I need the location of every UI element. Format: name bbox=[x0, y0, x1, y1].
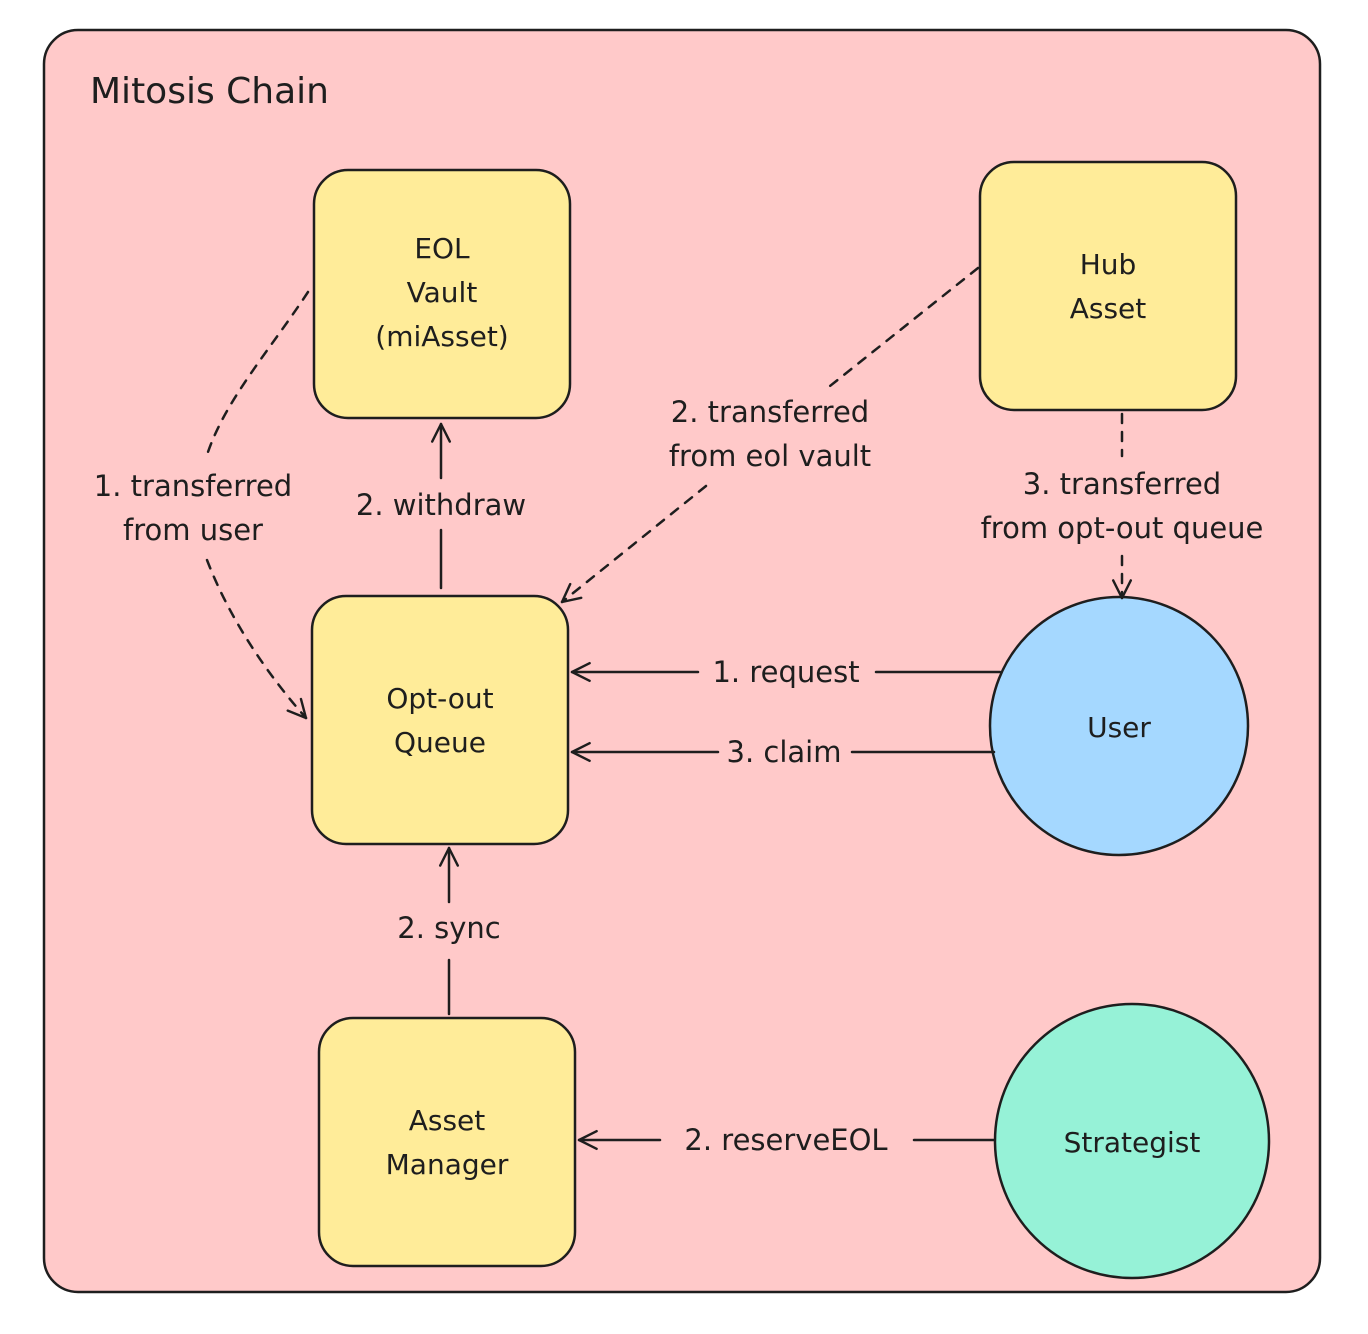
transferred-from-opt-out-queue-label-2: from opt-out queue bbox=[981, 511, 1264, 545]
asset-manager-node[interactable]: Asset Manager bbox=[317, 1016, 577, 1268]
transferred-from-eol-vault-arrow-top bbox=[828, 266, 980, 388]
container-title: Mitosis Chain bbox=[90, 71, 329, 112]
user-node[interactable]: User bbox=[988, 595, 1250, 857]
strategist-label: Strategist bbox=[1064, 1126, 1201, 1159]
transferred-from-user-arrow-top bbox=[205, 290, 310, 457]
transferred-from-user-arrow-bottom bbox=[205, 558, 308, 720]
eol-vault-line-3: (miAsset) bbox=[375, 320, 508, 353]
opt-out-queue-line-1: Opt-out bbox=[386, 682, 493, 715]
sync-label: 2. sync bbox=[397, 911, 500, 945]
strategist-node[interactable]: Strategist bbox=[993, 1002, 1271, 1280]
transferred-from-user-label-1: 1. transferred bbox=[94, 469, 292, 503]
transferred-from-opt-out-queue-label-1: 3. transferred bbox=[1023, 467, 1221, 501]
claim-label: 3. claim bbox=[727, 735, 842, 769]
hub-asset-line-1: Hub bbox=[1080, 248, 1137, 281]
eol-vault-line-2: Vault bbox=[407, 276, 478, 309]
transferred-from-eol-vault-label-1: 2. transferred bbox=[671, 395, 869, 429]
hub-asset-node[interactable]: Hub Asset bbox=[978, 160, 1238, 412]
opt-out-queue-node[interactable]: Opt-out Queue bbox=[310, 594, 570, 846]
withdraw-label: 2. withdraw bbox=[356, 488, 526, 522]
eol-vault-line-1: EOL bbox=[414, 232, 470, 265]
request-label: 1. request bbox=[712, 655, 859, 689]
reserve-eol-label: 2. reserveEOL bbox=[684, 1123, 887, 1157]
transferred-from-eol-vault-label-2: from eol vault bbox=[669, 439, 871, 473]
eol-vault-node[interactable]: EOL Vault (miAsset) bbox=[312, 168, 572, 420]
transferred-from-eol-vault-arrow-bottom bbox=[560, 484, 708, 604]
asset-manager-line-2: Manager bbox=[386, 1148, 509, 1181]
transferred-from-user-label-2: from user bbox=[123, 513, 263, 547]
hub-asset-line-2: Asset bbox=[1070, 292, 1147, 325]
opt-out-queue-line-2: Queue bbox=[394, 726, 486, 759]
user-label: User bbox=[1087, 711, 1151, 744]
asset-manager-line-1: Asset bbox=[409, 1104, 486, 1137]
